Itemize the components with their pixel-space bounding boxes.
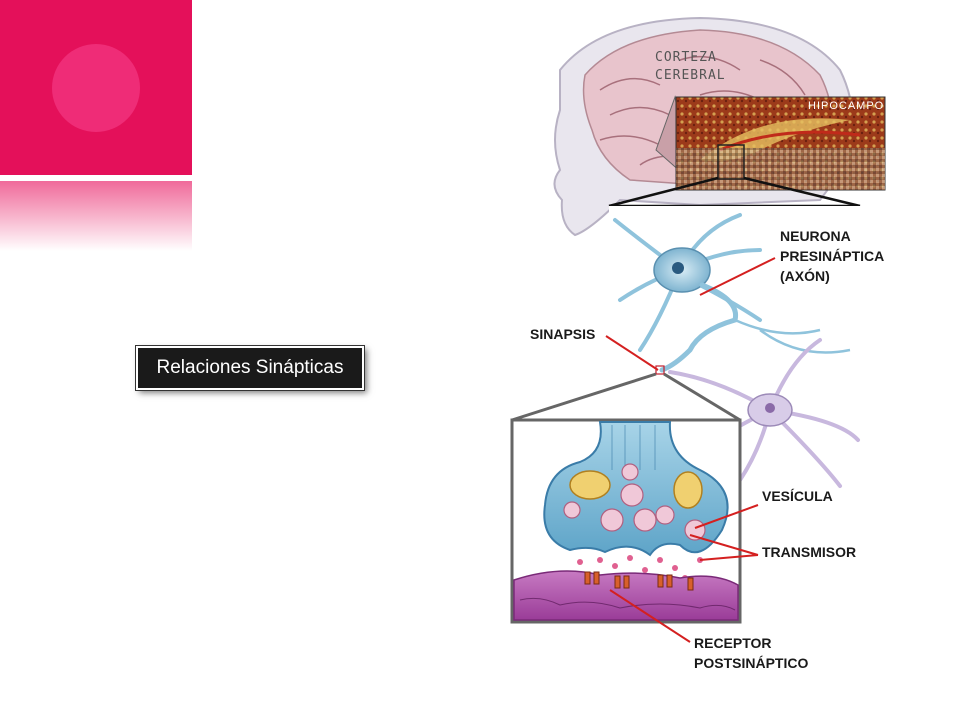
decorative-pink-circle xyxy=(52,44,140,132)
hippocampus-inset xyxy=(675,96,886,191)
label-receptor-line2: POSTSINÁPTICO xyxy=(694,655,808,671)
label-neuron-line2: PRESINÁPTICA xyxy=(780,248,884,264)
label-synapse: SINAPSIS xyxy=(530,326,595,342)
slide-title: Relaciones Sinápticas xyxy=(135,345,365,391)
label-hippocampus: HIPOCAMPO xyxy=(808,100,884,112)
label-cortex-line1: CORTEZA xyxy=(655,50,717,65)
decorative-pink-gradient xyxy=(0,181,192,251)
leader-lines xyxy=(605,257,776,643)
label-neuron-line3: (AXÓN) xyxy=(780,267,830,284)
label-cortex-line2: CEREBRAL xyxy=(655,68,726,83)
synapse-closeup xyxy=(510,372,742,624)
label-vesicle: VESÍCULA xyxy=(762,488,833,504)
label-receptor-line1: RECEPTOR xyxy=(694,635,772,651)
label-transmitter: TRANSMISOR xyxy=(762,544,856,560)
label-neuron-line1: NEURONA xyxy=(780,228,851,244)
